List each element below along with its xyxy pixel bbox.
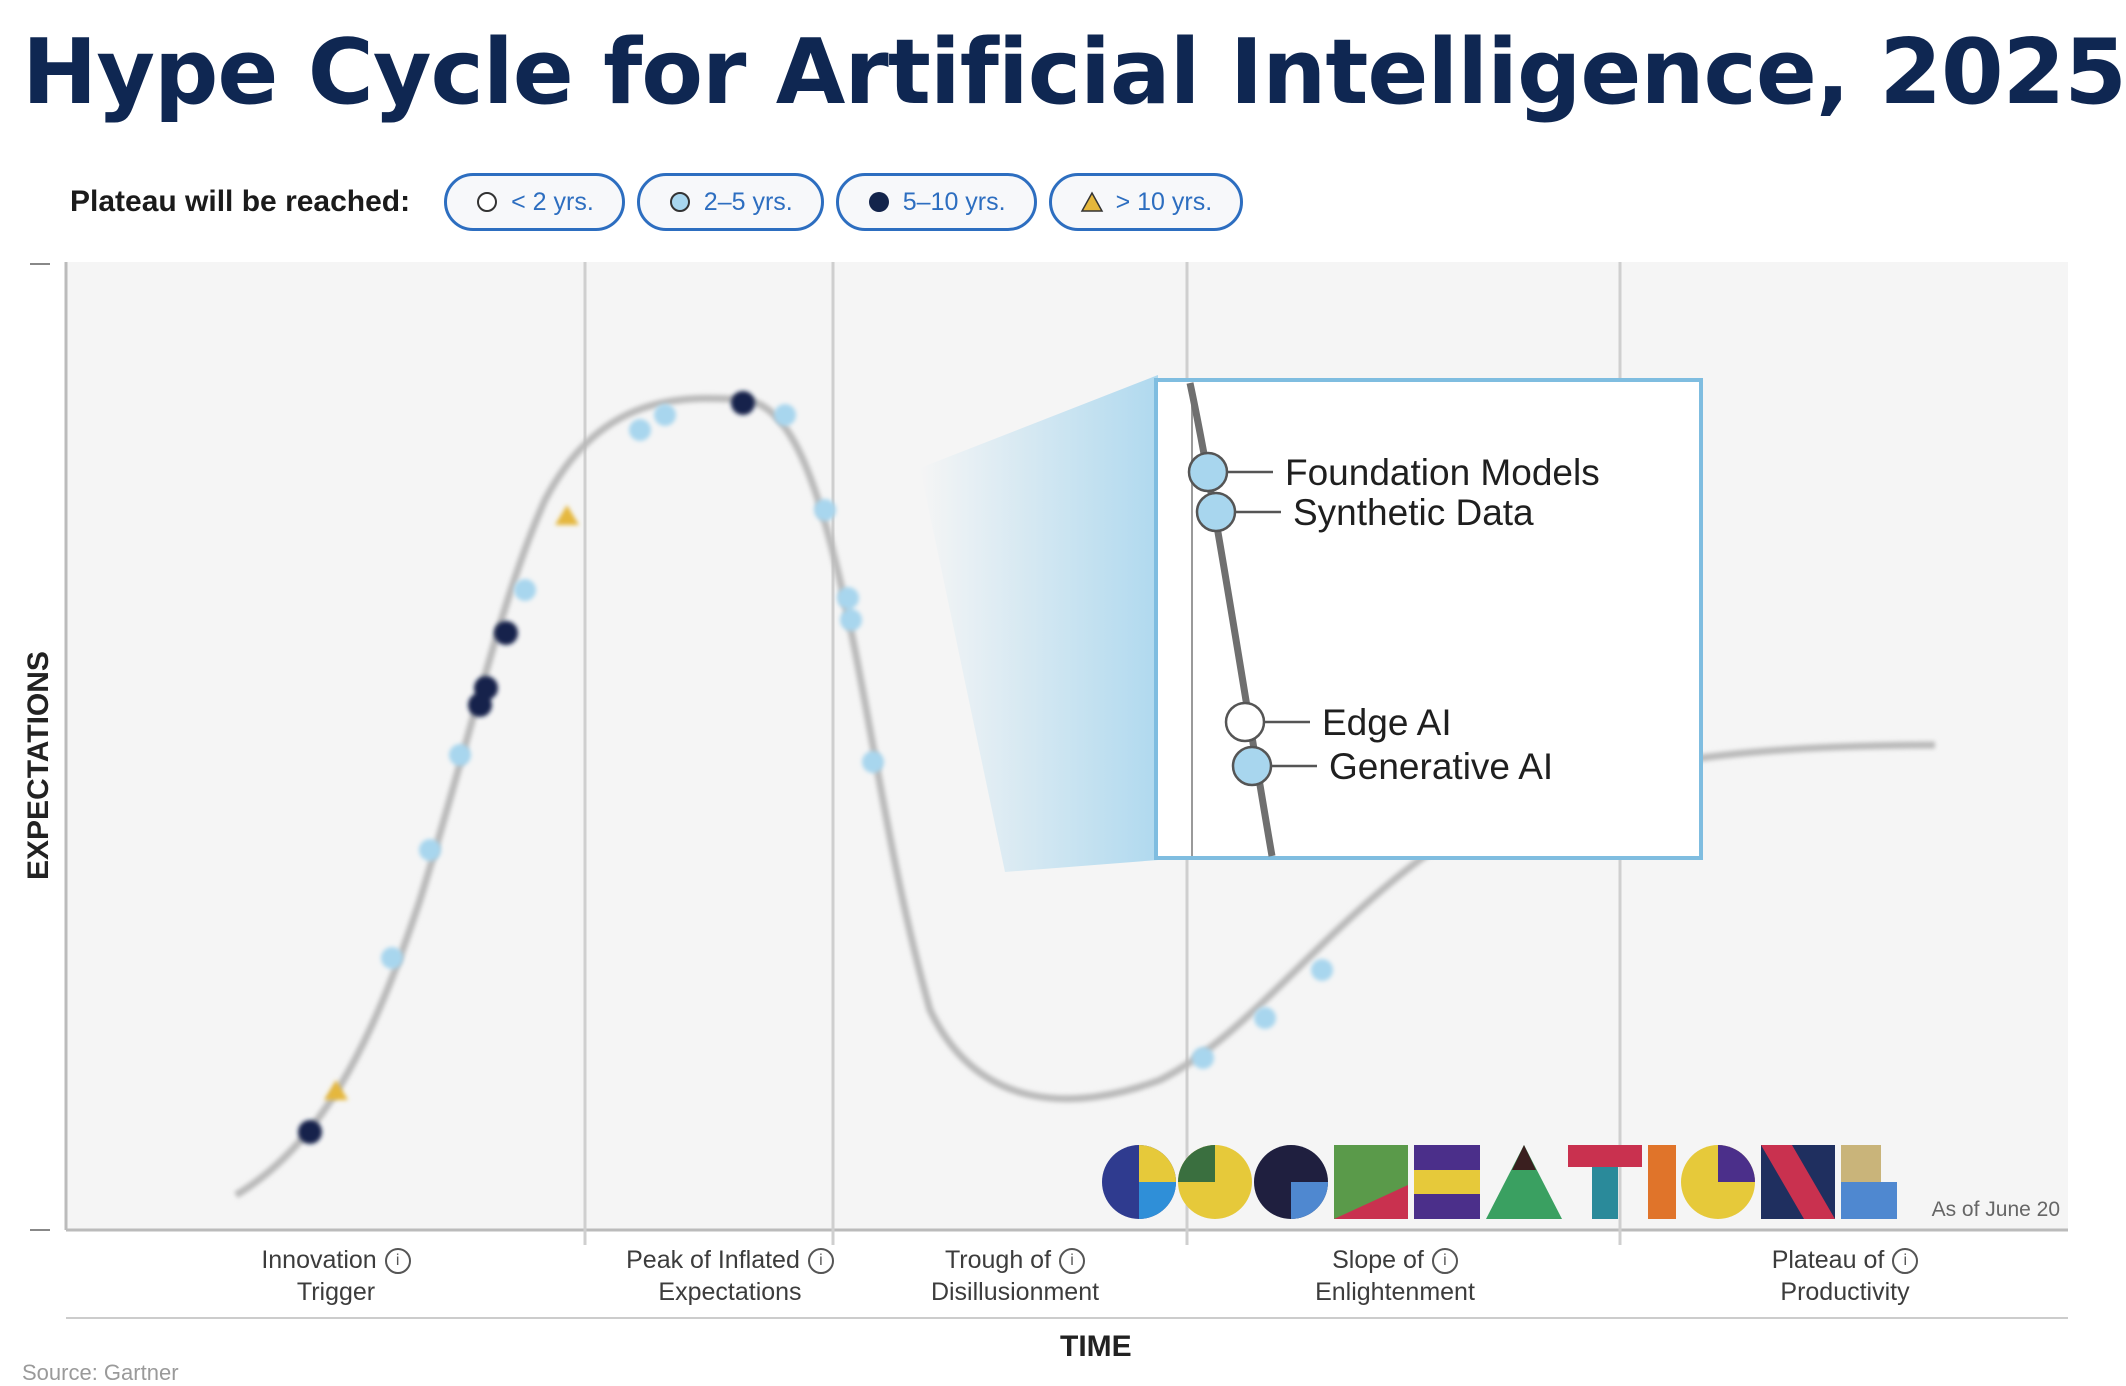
marker-light-blue bbox=[629, 419, 651, 441]
phase-line2: Productivity bbox=[1780, 1278, 1910, 1306]
phase-line1: Innovation bbox=[261, 1246, 377, 1274]
legend-item-label: 5–10 yrs. bbox=[902, 187, 1006, 216]
info-icon[interactable]: i bbox=[384, 1248, 411, 1275]
phase-innovation-trigger: Innovation i Trigger bbox=[236, 1244, 436, 1308]
marker-light-blue bbox=[1311, 959, 1333, 981]
phase-line2: Enlightenment bbox=[1315, 1278, 1475, 1306]
phase-line2: Disillusionment bbox=[930, 1278, 1100, 1306]
open-circle-icon bbox=[477, 192, 498, 212]
info-icon[interactable]: i bbox=[1059, 1248, 1086, 1275]
legend-item-label: > 10 yrs. bbox=[1115, 187, 1213, 216]
as-of-note: As of June 20 bbox=[1931, 1198, 2060, 1221]
phase-line1: Slope of bbox=[1332, 1246, 1424, 1274]
phase-label-band bbox=[66, 1232, 2068, 1318]
chart-title: Hype Cycle for Artificial Intelligence, … bbox=[22, 20, 2126, 125]
marker-light-blue bbox=[1192, 1047, 1214, 1069]
marker-light-blue bbox=[840, 609, 862, 631]
legend-item-5-10: 5–10 yrs. bbox=[835, 173, 1037, 231]
marker-light-blue bbox=[419, 839, 441, 861]
marker-light-blue bbox=[814, 499, 836, 521]
info-icon[interactable]: i bbox=[807, 1248, 834, 1275]
blurred-markers bbox=[298, 391, 1333, 1144]
marker-light-blue bbox=[449, 744, 471, 766]
light-blue-circle-icon bbox=[669, 192, 690, 212]
info-icon[interactable]: i bbox=[1892, 1248, 1919, 1275]
phase-line1: Plateau of bbox=[1771, 1246, 1885, 1274]
marker-navy bbox=[468, 693, 492, 717]
callout-marker bbox=[1224, 701, 1266, 743]
marker-navy bbox=[298, 1120, 322, 1144]
legend-item-under-2: < 2 yrs. bbox=[444, 173, 625, 231]
cocreations-watermark bbox=[1102, 1145, 1897, 1219]
marker-light-blue bbox=[514, 579, 536, 601]
marker-light-blue bbox=[381, 947, 403, 969]
hype-curve bbox=[234, 394, 1936, 1199]
marker-triangle bbox=[555, 505, 579, 525]
callout-label: Synthetic Data bbox=[1293, 492, 1534, 533]
phase-peak: Peak of Inflated i Expectations bbox=[600, 1244, 860, 1308]
legend-label: Plateau will be reached: bbox=[70, 185, 411, 218]
callout-label: Foundation Models bbox=[1285, 452, 1600, 493]
callout-label: Edge AI bbox=[1322, 702, 1452, 743]
phase-line1: Peak of Inflated bbox=[626, 1246, 800, 1274]
phase-line1: Trough of bbox=[944, 1246, 1052, 1274]
callout-label: Generative AI bbox=[1329, 746, 1553, 787]
marker-light-blue bbox=[837, 587, 859, 609]
legend-item-label: 2–5 yrs. bbox=[703, 187, 793, 216]
marker-triangle bbox=[324, 1080, 348, 1100]
yellow-triangle-icon bbox=[1080, 191, 1103, 212]
phase-plateau: Plateau of i Productivity bbox=[1740, 1244, 1950, 1308]
legend-item-label: < 2 yrs. bbox=[511, 187, 594, 216]
navy-circle-icon bbox=[868, 192, 889, 212]
x-axis-label: TIME bbox=[1060, 1330, 1132, 1363]
plateau-legend: Plateau will be reached: < 2 yrs. 2–5 yr… bbox=[70, 170, 1244, 234]
callout-marker bbox=[1195, 491, 1237, 533]
source-text: Source: Gartner bbox=[22, 1360, 179, 1385]
phase-trough: Trough of i Disillusionment bbox=[900, 1244, 1130, 1308]
phase-line2: Trigger bbox=[296, 1278, 376, 1306]
marker-light-blue bbox=[774, 404, 796, 426]
callout-marker bbox=[1231, 745, 1273, 787]
phase-slope: Slope of i Enlightenment bbox=[1290, 1244, 1500, 1308]
marker-navy bbox=[731, 391, 755, 415]
marker-light-blue bbox=[1254, 1007, 1276, 1029]
hype-cycle-chart: Hype Cycle for Artificial Intelligence, … bbox=[22, 20, 2126, 1385]
legend-item-over-10: > 10 yrs. bbox=[1048, 173, 1244, 231]
marker-navy bbox=[494, 621, 518, 645]
legend-item-2-5: 2–5 yrs. bbox=[636, 173, 824, 231]
info-icon[interactable]: i bbox=[1431, 1248, 1458, 1275]
callout-curve-segment bbox=[1186, 382, 1276, 857]
marker-light-blue bbox=[862, 751, 884, 773]
zoom-beam bbox=[920, 375, 1158, 872]
phase-line2: Expectations bbox=[658, 1278, 802, 1306]
marker-light-blue bbox=[654, 404, 676, 426]
y-axis-label: EXPECTATIONS bbox=[22, 651, 55, 880]
callout-marker bbox=[1187, 451, 1229, 493]
